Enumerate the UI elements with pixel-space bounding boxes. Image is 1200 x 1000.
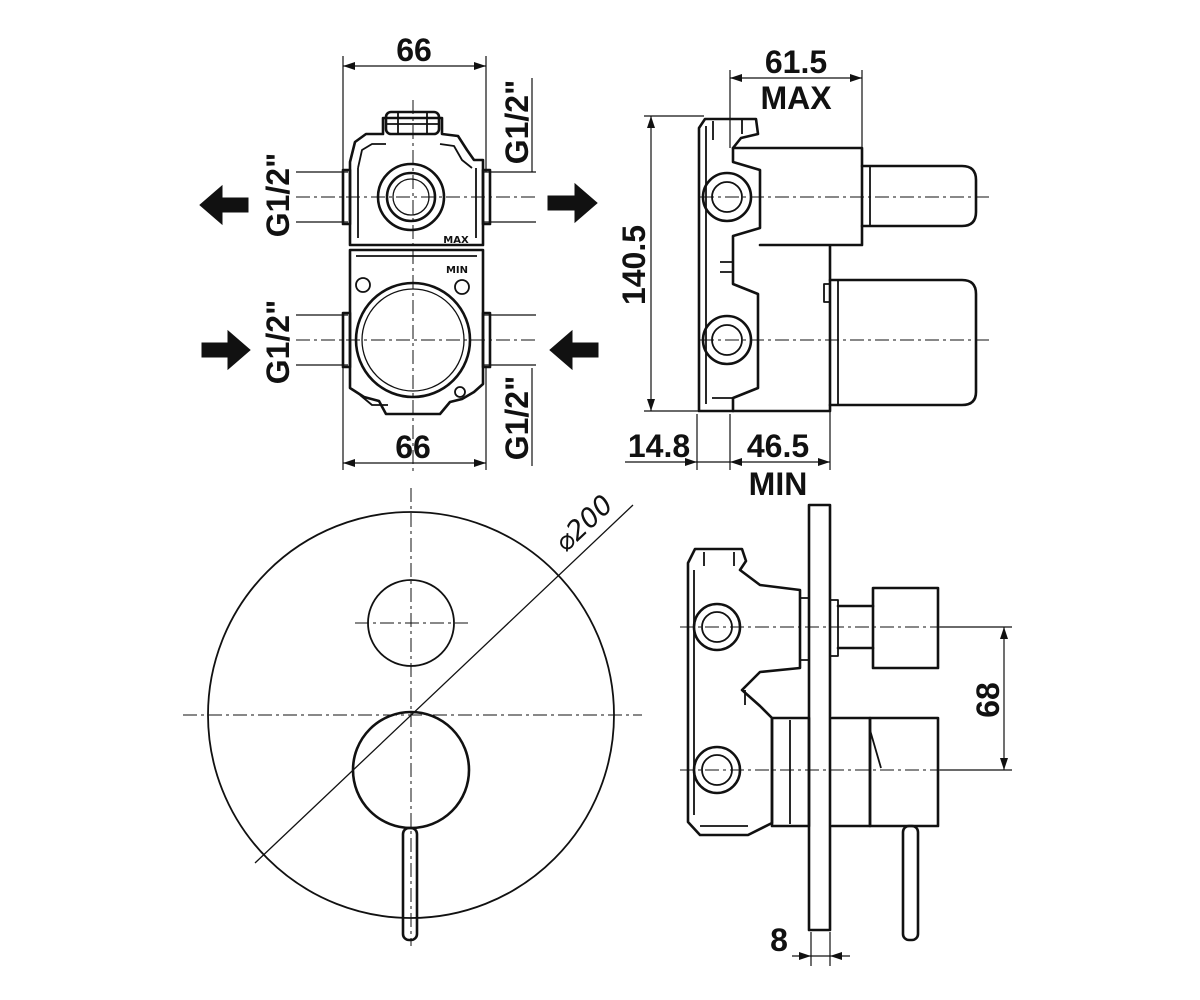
thread-label-bottom-right: G1/2" (499, 376, 535, 461)
diverter-knob-side (871, 586, 940, 670)
thread-label-left-top: G1/2" (260, 153, 296, 238)
depth-max-value: 61.5 (765, 44, 827, 80)
height-label: 140.5 (616, 225, 652, 305)
plate-centerlines (183, 488, 642, 946)
assembled-side-view: 68 8 (680, 503, 1012, 966)
valve-body-inner-detail-front (356, 143, 477, 406)
handle-body-side (868, 716, 940, 828)
diverter-stem-collar (829, 599, 839, 657)
front-bottom-width-label: 66 (395, 429, 431, 465)
side-handle-body (828, 278, 978, 407)
depth-max-label: MAX (760, 80, 832, 116)
side-diverter-knob (860, 164, 978, 228)
offset-label: 14.8 (628, 428, 690, 464)
plate-diameter-label: ⌀200 (549, 489, 620, 558)
side-upper-port-outer (701, 171, 753, 223)
diameter-leader-line (254, 504, 634, 864)
mounting-screw-right (454, 279, 470, 295)
upper-port-inner-circle (385, 171, 437, 223)
depth-min-value: 46.5 (747, 428, 809, 464)
handle-spacing-label: 68 (970, 682, 1006, 718)
upper-port-bore (392, 178, 430, 216)
handle-collar-bevel (869, 729, 882, 769)
cartridge-seat-inner-circle (361, 288, 465, 392)
diverter-knob-circle (367, 579, 455, 667)
handle-lever-front (401, 826, 419, 942)
top-nut-detail (386, 112, 439, 134)
arrow-right-icon (547, 182, 598, 224)
side-centerlines (700, 196, 990, 341)
front-port-extension-lines (296, 171, 536, 366)
upper-port-outer-circle (376, 162, 446, 232)
body-mark-min: MIN (446, 265, 468, 276)
front-top-width-label: 66 (396, 32, 432, 68)
arrow-left-icon (199, 184, 249, 226)
mounting-screw-left (355, 277, 371, 293)
assembled-lower-port-inner (701, 754, 733, 786)
side-top-extension-lines (729, 70, 863, 150)
assembled-lower-port-outer (692, 745, 742, 795)
front-top-extension-lines (342, 56, 533, 172)
mounting-screw-bottom (454, 386, 466, 398)
arrow-left-icon (549, 329, 599, 371)
valve-body-inner-detail-assembled (693, 552, 791, 827)
cover-plate-circle (207, 511, 615, 919)
side-upper-port-inner (711, 181, 743, 213)
assembled-upper-port-inner (701, 611, 733, 643)
top-nut (384, 110, 441, 136)
valve-body-inner-detail-side (705, 120, 743, 404)
front-view: 66 MAX MIN G1/2" G1/2" G1/2" G1/ (199, 32, 599, 472)
cartridge-seat-circle (354, 281, 472, 399)
plate-thickness-extension-lines (810, 932, 831, 966)
depth-min-label: MIN (749, 466, 808, 502)
side-height-extension-lines (644, 115, 704, 412)
body-mark-max: MAX (443, 235, 469, 246)
side-housing (731, 146, 864, 413)
front-port-faces (341, 168, 492, 369)
thread-label-left-bottom: G1/2" (260, 300, 296, 385)
side-housing-tab (823, 248, 831, 303)
plate-thickness-label: 8 (770, 922, 788, 958)
thread-label-top-right: G1/2" (499, 80, 535, 165)
valve-body-outline-assembled (686, 547, 802, 837)
front-bottom-extension-lines (342, 368, 533, 470)
diverter-stem (836, 604, 875, 650)
cover-plate-side (807, 503, 832, 932)
side-view: 61.5 MAX 140.5 14.8 46.5 MIN (616, 44, 990, 502)
front-centerlines (296, 100, 538, 472)
handle-lever-side (901, 824, 920, 942)
plate-view: ⌀200 (183, 488, 642, 946)
side-lower-port-outer (701, 314, 753, 366)
arrow-right-icon (201, 329, 251, 371)
handle-collar (830, 716, 872, 828)
assembled-upper-port-outer (692, 602, 742, 652)
side-lower-port-inner (711, 324, 743, 356)
assembled-connector (799, 597, 810, 661)
valve-body-outline-side (697, 117, 762, 413)
